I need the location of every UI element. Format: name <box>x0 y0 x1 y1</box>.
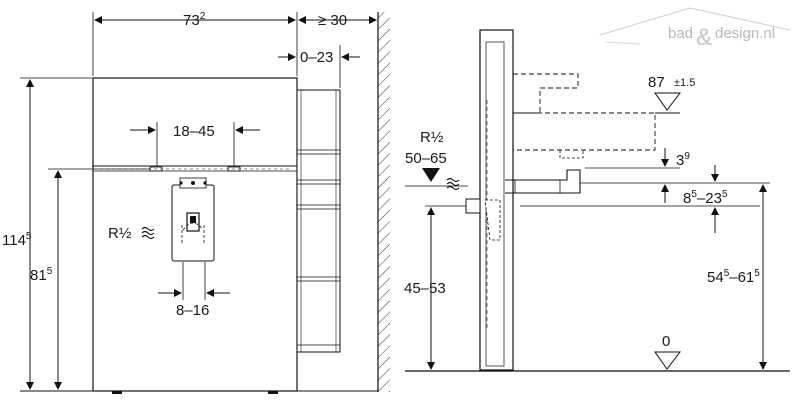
top-spacing-label: 18–45 <box>173 123 215 140</box>
supply-triangle-icon <box>422 168 440 182</box>
basin-outline <box>513 112 656 151</box>
side-view: 87 ±1.5 R½ 50–65 39 85–235 0 45–53 <box>404 29 790 372</box>
mid-height-label: 815 <box>30 266 53 284</box>
front-clearance-label: ≥ 30 <box>318 12 347 29</box>
shelves <box>297 149 340 346</box>
bottom-spacing-label: 8–16 <box>176 302 209 319</box>
level-triangle-top <box>654 92 682 111</box>
supply-connector <box>465 198 481 214</box>
front-supply-label: R½ <box>108 225 132 242</box>
front-view: R½ 732 ≥ 30 0–23 18–45 <box>2 11 390 394</box>
level-top-label: 87 <box>648 74 665 91</box>
floor-level-triangle <box>654 351 682 370</box>
side-supply-label: R½ <box>420 129 444 146</box>
floor-level-label: 0 <box>662 333 670 350</box>
depth-adjust-label: 0–23 <box>300 49 333 66</box>
water-wave-icon <box>141 226 155 240</box>
side-supply-height-label: 50–65 <box>405 150 447 167</box>
watermark-ampersand: & <box>696 24 712 51</box>
range-mid-label: 85–235 <box>683 189 728 207</box>
watermark-text-left: bad <box>668 25 693 42</box>
tap-outline <box>513 73 579 114</box>
side-water-wave-icon <box>446 177 460 191</box>
watermark-logo: bad & design.nl <box>599 7 791 51</box>
left-height-label: 45–53 <box>404 280 446 297</box>
offset-label: 39 <box>676 151 690 169</box>
siphon-pipe <box>505 169 581 194</box>
total-height-label: 1145 <box>2 231 32 249</box>
wall-hatch <box>378 12 390 392</box>
front-width-label: 732 <box>183 11 206 29</box>
watermark-text-right: design.nl <box>715 25 775 42</box>
level-tolerance-label: ±1.5 <box>674 77 695 89</box>
shelf-unit <box>296 89 341 353</box>
right-height-label: 545–615 <box>707 268 760 286</box>
